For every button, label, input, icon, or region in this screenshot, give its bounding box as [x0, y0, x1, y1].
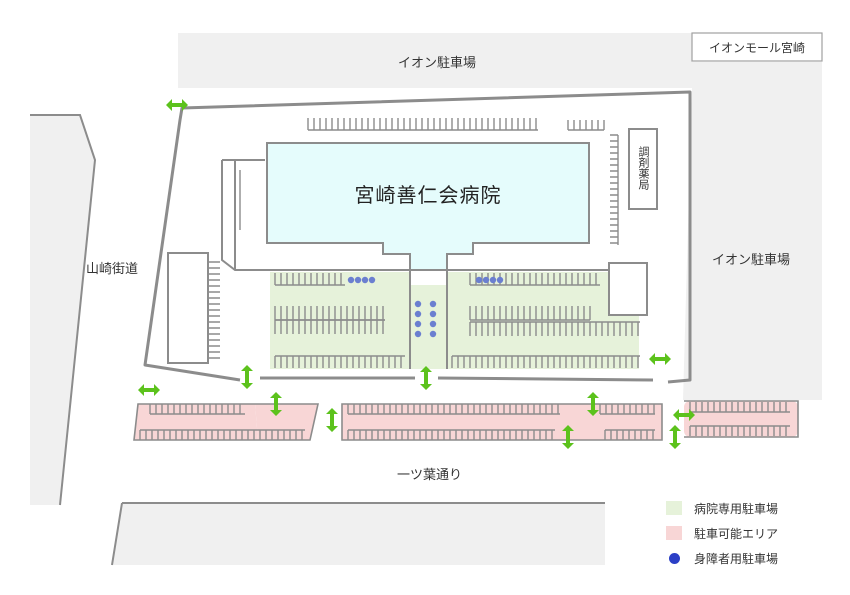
disabled-marker	[496, 276, 504, 284]
stall-row	[274, 355, 405, 368]
west-street-edge	[30, 114, 97, 506]
entrance-arrow	[669, 425, 681, 449]
aeon-parking-top-label: イオン駐車場	[398, 56, 477, 71]
stall-column	[207, 261, 220, 360]
entrance-arrow	[138, 384, 160, 396]
street-bottom-label: 一ツ葉通り	[397, 468, 463, 483]
disabled-marker	[361, 276, 369, 284]
internal-lanes	[221, 159, 640, 369]
stall-row	[469, 306, 591, 321]
public-parking-west	[134, 404, 258, 440]
south-block-area	[112, 503, 605, 565]
stall-row	[139, 429, 305, 440]
public-parking-outlines	[133, 400, 799, 441]
disabled-marker	[414, 320, 422, 328]
stall-row	[469, 321, 640, 336]
stall-row	[604, 429, 655, 440]
stall-row	[274, 273, 345, 286]
disabled-marker	[368, 276, 376, 284]
stall-row	[599, 404, 655, 415]
stall-row	[274, 319, 385, 334]
stall-row	[307, 118, 538, 131]
legend-swatch-pink	[666, 526, 682, 540]
site-boundary	[143, 90, 692, 384]
legend-label: 病院専用駐車場	[694, 501, 779, 516]
stall-row	[451, 355, 640, 368]
disabled-marker	[429, 300, 437, 308]
aeon-mall-box	[691, 32, 823, 62]
legend-label: 駐車可能エリア	[694, 526, 779, 541]
legend-label: 身障者用駐車場	[694, 551, 779, 566]
entrance-arrow	[166, 99, 188, 111]
legend-hospital-parking: 病院専用駐車場	[666, 500, 778, 516]
disabled-parking-markers	[347, 276, 504, 338]
hospital-building	[266, 142, 590, 271]
disabled-marker	[482, 276, 490, 284]
entrance-arrow	[562, 425, 574, 449]
disabled-marker	[354, 276, 362, 284]
disabled-marker	[414, 330, 422, 338]
disabled-marker	[489, 276, 497, 284]
stall-row	[689, 402, 790, 413]
stall-row	[347, 404, 560, 415]
aeon-parking-right-area	[683, 88, 822, 400]
entrance-arrow	[420, 366, 432, 390]
stall-row	[689, 425, 790, 436]
legend-public-parking: 駐車可能エリア	[666, 525, 778, 541]
pharmacy-building	[628, 128, 658, 210]
stall-column	[610, 134, 619, 245]
entrance-arrow	[326, 408, 338, 432]
parking-stall-lines	[139, 118, 790, 440]
aeon-parking-top-area	[178, 33, 822, 88]
entrance-arrow	[241, 365, 253, 389]
disabled-marker	[414, 300, 422, 308]
hospital-name: 宮崎善仁会病院	[354, 182, 502, 207]
stall-row	[567, 120, 605, 131]
west-parking-block	[167, 252, 209, 364]
stall-row	[347, 429, 555, 440]
east-small-building	[608, 262, 648, 316]
entrance-arrow	[270, 392, 282, 416]
street-left-label: 山崎街道	[86, 262, 139, 277]
aeon-parking-right-label: イオン駐車場	[712, 253, 791, 268]
entrance-arrows	[138, 99, 695, 449]
legend-dot-blue	[669, 552, 680, 564]
aeon-mall-label: イオンモール宮崎	[708, 40, 805, 55]
south-street-edge	[111, 502, 605, 566]
legend-swatch-green	[666, 501, 682, 515]
public-parking-east	[684, 401, 798, 437]
entrance-arrow	[649, 353, 671, 365]
disabled-marker	[475, 276, 483, 284]
disabled-marker	[429, 330, 437, 338]
stall-row	[149, 404, 245, 415]
entrance-arrow	[587, 392, 599, 416]
disabled-marker	[429, 310, 437, 318]
disabled-marker	[347, 276, 355, 284]
legend-disabled-parking: 身障者用駐車場	[666, 550, 778, 566]
hospital-parking-center	[410, 285, 447, 369]
west-block-area	[30, 115, 95, 505]
entrance-arrow	[673, 409, 695, 421]
pharmacy-label: 調剤薬局	[637, 146, 650, 190]
public-parking-west-2	[255, 404, 318, 440]
disabled-marker	[429, 320, 437, 328]
disabled-marker	[414, 310, 422, 318]
